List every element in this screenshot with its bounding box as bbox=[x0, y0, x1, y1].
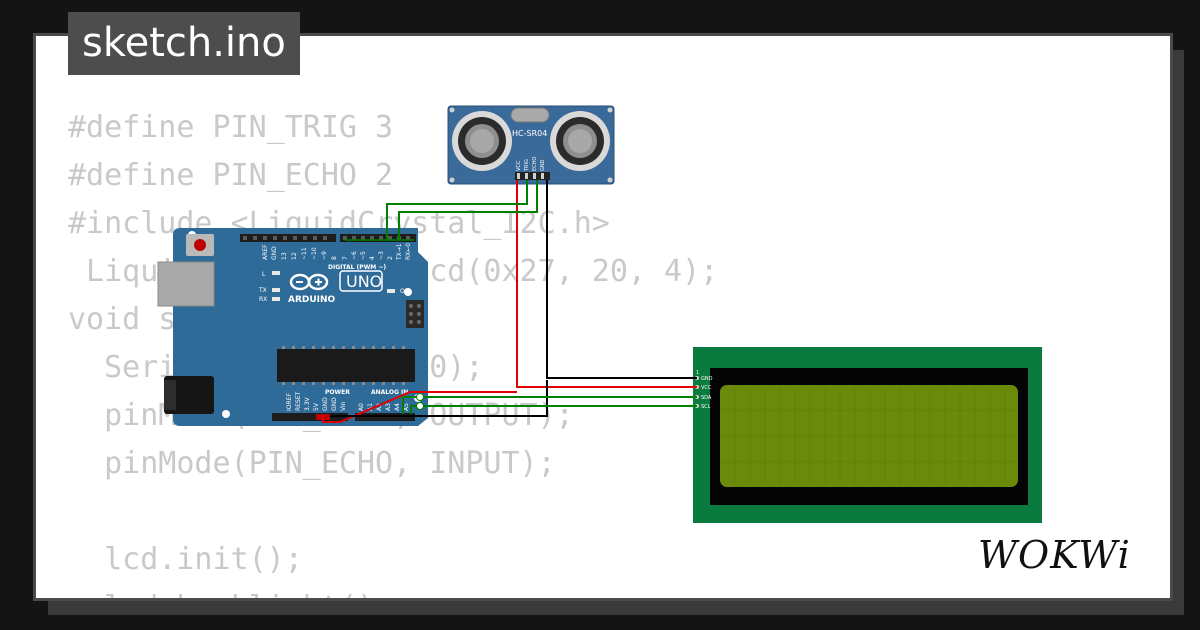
wire-scl[interactable] bbox=[410, 405, 697, 414]
sensor-label: HC-SR04 bbox=[512, 129, 547, 138]
sensor-pin-label: ECHO bbox=[532, 157, 538, 171]
analog-pin-label: A2 bbox=[376, 403, 383, 411]
pin-label: ~9 bbox=[321, 251, 328, 260]
pin-label: 2 bbox=[387, 256, 394, 260]
pin-label: TX→1 bbox=[396, 243, 403, 261]
power-pin-label: Vin bbox=[340, 401, 347, 411]
transducer-left bbox=[452, 111, 512, 171]
wire-gnd-sensor-lcd[interactable] bbox=[546, 180, 697, 379]
board-model-label: UNO bbox=[346, 272, 382, 291]
pin-label: 13 bbox=[281, 252, 288, 260]
wire-trig[interactable] bbox=[386, 180, 528, 240]
lcd-pin1-label: 1 bbox=[696, 370, 699, 376]
wire-5v[interactable] bbox=[322, 391, 517, 423]
board-brand-label: ARDUINO bbox=[288, 295, 336, 305]
code-line: #define PIN_TRIG 3 bbox=[68, 110, 394, 145]
sensor-pin-label: VCC bbox=[516, 160, 522, 171]
sensor-pin-label: TRIG bbox=[524, 159, 530, 172]
arduino-uno-board[interactable]: AREF GND 13 12 ~11 ~10 ~9 8 7 ~6 ~5 4 ~3… bbox=[157, 228, 428, 426]
microcontroller-chip bbox=[277, 349, 415, 382]
led-label-tx: TX bbox=[258, 287, 267, 294]
pin-label: 4 bbox=[369, 256, 376, 260]
lcd-pin-label: SDA bbox=[701, 395, 712, 401]
wire-echo[interactable] bbox=[398, 180, 538, 240]
wire-gnd-arduino[interactable] bbox=[330, 380, 548, 417]
pin-label: ~6 bbox=[351, 251, 358, 260]
power-header-label: POWER bbox=[325, 389, 350, 396]
led-label-rx: RX bbox=[259, 296, 267, 303]
code-line: lcd.backlight(); bbox=[68, 584, 718, 598]
lcd-pin-label: SCL bbox=[701, 404, 711, 410]
power-pin-label: IOREF bbox=[286, 393, 293, 411]
pin-label: GND bbox=[271, 246, 278, 260]
pin-label: RX←0 bbox=[405, 243, 412, 260]
led-label-l: L bbox=[262, 271, 266, 278]
wire-vcc-sensor-lcd[interactable] bbox=[516, 180, 697, 388]
sensor-pin-label: GND bbox=[540, 159, 546, 171]
power-pin-label: RESET bbox=[295, 391, 302, 411]
analog-pin-label: A0 bbox=[358, 403, 365, 411]
pin-label: 12 bbox=[291, 252, 298, 260]
pin-label: ~11 bbox=[301, 247, 308, 260]
wire-sda[interactable] bbox=[402, 396, 697, 414]
code-line: lcd.init(); bbox=[68, 542, 303, 577]
pin-label: ~10 bbox=[311, 247, 318, 260]
ultrasonic-sensor[interactable]: HC-SR04 VCC TRIG ECHO GND bbox=[447, 105, 615, 185]
pin-label: 8 bbox=[331, 256, 338, 260]
led-label-on: ON bbox=[400, 288, 409, 295]
power-pin-label: GND bbox=[331, 397, 338, 411]
lcd-pin-label: GND bbox=[701, 376, 713, 382]
digital-header-label: DIGITAL (PWM ~) bbox=[328, 264, 386, 271]
usb-connector bbox=[157, 261, 215, 307]
analog-pin-label: A5 bbox=[403, 403, 410, 411]
code-line: pinMode(PIN_ECHO, INPUT); bbox=[68, 446, 556, 481]
power-pin-label: 5V bbox=[313, 402, 320, 411]
arduino-logo bbox=[289, 273, 329, 291]
wokwi-logo: WOKWi bbox=[978, 533, 1131, 576]
pin-label: ~5 bbox=[360, 251, 367, 260]
wokwi-logo-text: WOKWi bbox=[978, 533, 1131, 576]
code-line: #define PIN_ECHO 2 bbox=[68, 158, 394, 193]
analog-pin-label: A3 bbox=[385, 403, 392, 411]
wires bbox=[322, 180, 697, 423]
transducer-right bbox=[550, 111, 610, 171]
file-name-tab: sketch.ino bbox=[68, 12, 300, 75]
lcd-pin-label: VCC bbox=[701, 385, 712, 391]
pin-label: 7 bbox=[342, 256, 349, 260]
analog-pin-label: A1 bbox=[367, 403, 374, 411]
analog-header-label: ANALOG IN bbox=[371, 389, 408, 396]
lcd-display[interactable]: 1 GND VCC SDA SCL bbox=[693, 347, 1042, 523]
analog-pin-label: A4 bbox=[394, 403, 401, 411]
pin-label: AREF bbox=[262, 244, 269, 260]
power-jack bbox=[164, 376, 214, 414]
pin-label: ~3 bbox=[378, 251, 385, 260]
power-pin-label: 3.3V bbox=[304, 396, 311, 411]
power-pin-label: GND bbox=[322, 397, 329, 411]
